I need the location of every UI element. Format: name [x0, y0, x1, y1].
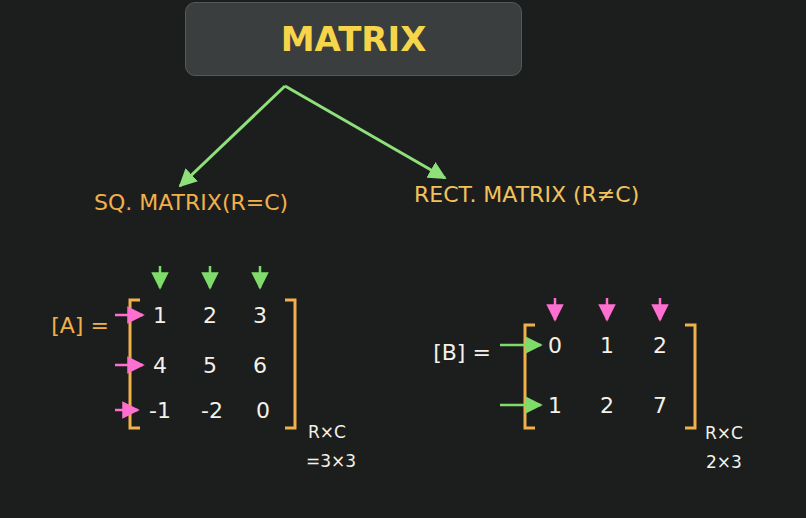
branch-arrow — [285, 86, 445, 178]
matrix-entry: 4 — [153, 353, 167, 378]
row-arrow — [115, 409, 138, 412]
matrix-name: [A] = — [51, 313, 109, 338]
matrix-bracket — [685, 325, 695, 428]
category-text: RECT. MATRIX (R≠C) — [414, 182, 639, 207]
matrix-entry: 5 — [203, 353, 217, 378]
matrix-entry: 7 — [653, 393, 667, 418]
matrix-name: [B] = — [433, 340, 491, 365]
branch-arrow — [180, 86, 285, 186]
matrix-entry: 3 — [253, 303, 267, 328]
matrix-entry: 6 — [253, 353, 267, 378]
category-label: RECT. MATRIX (R≠C) — [408, 178, 645, 211]
matrix-entry: 1 — [600, 333, 614, 358]
order-label: R×C — [705, 423, 743, 443]
row-arrow — [115, 364, 143, 367]
title-box: MATRIX — [185, 2, 522, 76]
column-arrow — [659, 298, 662, 320]
matrix-entry: 1 — [153, 303, 167, 328]
matrix-entry: 2 — [203, 303, 217, 328]
matrix-entry: -2 — [201, 398, 223, 423]
column-arrow — [259, 266, 262, 288]
matrix-entry: 2 — [600, 393, 614, 418]
column-arrow — [209, 266, 212, 288]
matrix-entry: 1 — [548, 393, 562, 418]
title-text: MATRIX — [281, 19, 427, 59]
matrix-bracket — [285, 300, 295, 428]
row-arrow — [500, 344, 541, 347]
matrix-bracket — [525, 325, 535, 428]
column-arrow — [159, 266, 162, 288]
order-label: 2×3 — [706, 452, 742, 472]
matrix-entry: 0 — [548, 333, 562, 358]
order-label: R×C — [308, 422, 346, 442]
column-arrow — [554, 298, 557, 320]
matrix-entry: 2 — [653, 333, 667, 358]
order-label: =3×3 — [306, 451, 356, 471]
matrix-entry: -1 — [149, 398, 171, 423]
category-label: SQ. MATRIX(R=C) — [88, 186, 294, 219]
row-arrow — [115, 314, 143, 317]
matrix-entry: 0 — [256, 398, 270, 423]
category-text: SQ. MATRIX(R=C) — [94, 190, 288, 215]
column-arrow — [606, 298, 609, 320]
row-arrow — [500, 404, 541, 407]
